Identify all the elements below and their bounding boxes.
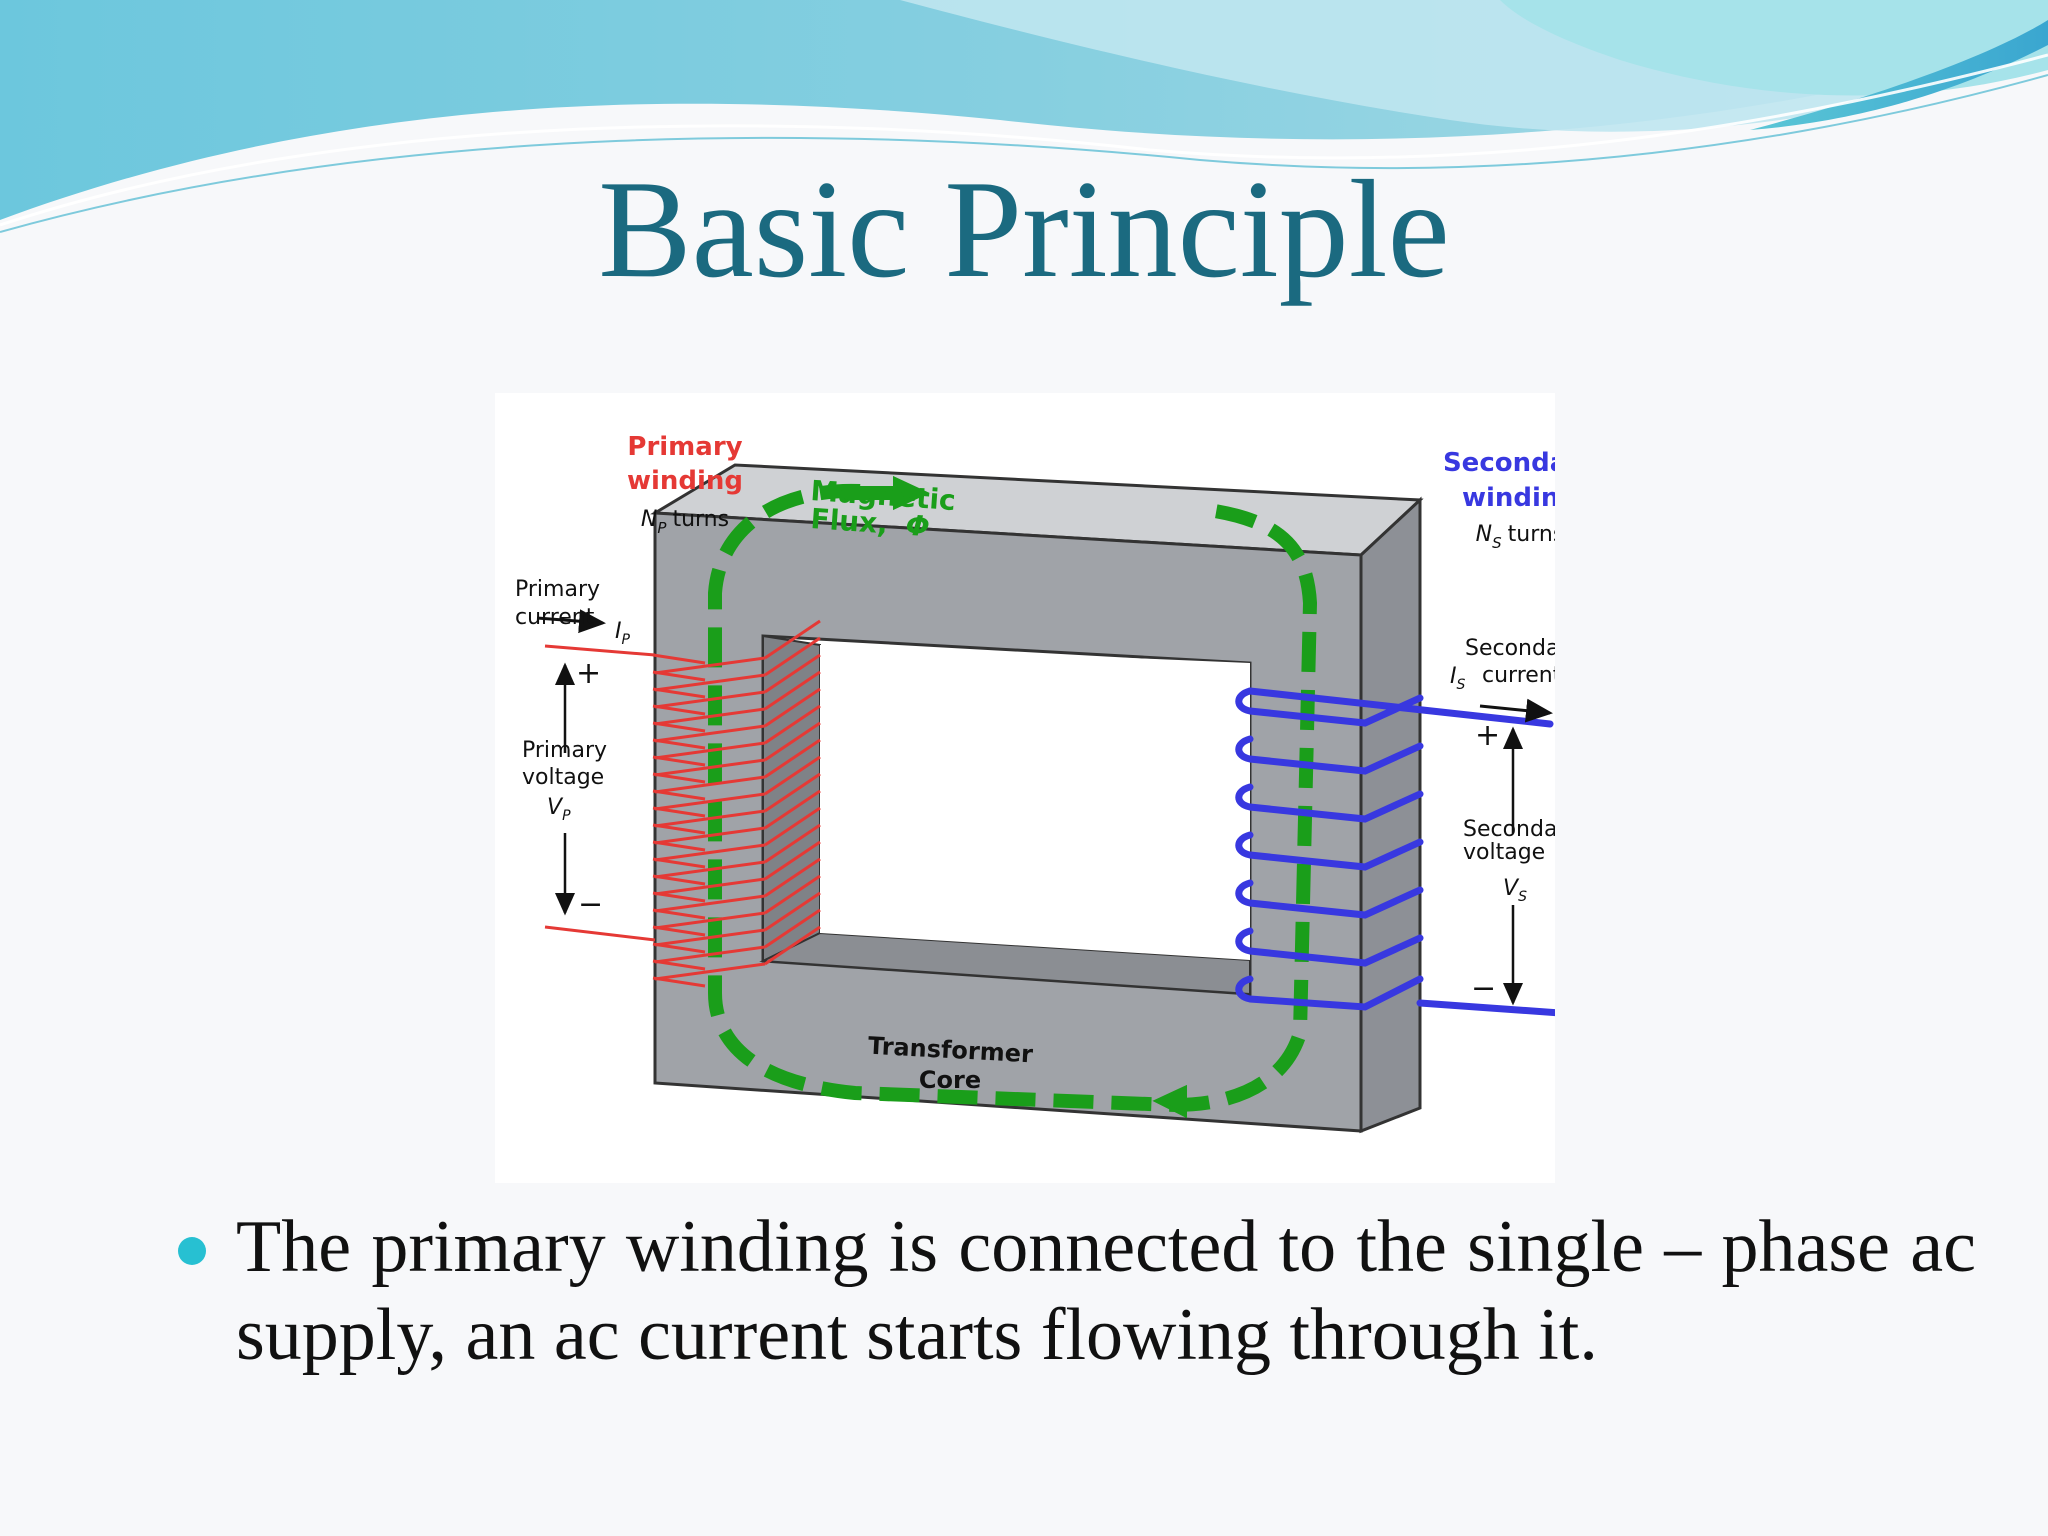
secondary-voltage-label-2: voltage: [1463, 840, 1545, 865]
secondary-current-label-1: Secondary: [1465, 636, 1555, 661]
primary-voltage-minus: −: [578, 887, 603, 922]
secondary-voltage-label-1: Secondary: [1463, 817, 1555, 842]
secondary-winding-heading-2: winding: [1462, 483, 1555, 513]
secondary-current-symbol: IS: [1450, 664, 1466, 693]
primary-voltage-label-2: voltage: [522, 765, 604, 790]
primary-voltage-symbol: VP: [547, 795, 571, 824]
primary-current-label-2: current: [515, 605, 595, 630]
secondary-turns-label: NSturns: [1476, 522, 1555, 552]
primary-current-arrow: [536, 609, 606, 634]
secondary-current-arrow: [1479, 698, 1553, 723]
primary-winding-heading-2: winding: [627, 466, 743, 496]
primary-winding: [544, 619, 821, 988]
secondary-winding: [1235, 687, 1564, 1017]
flux-label-2: Flux,Φ: [810, 502, 931, 543]
secondary-voltage-symbol: VS: [1503, 876, 1527, 905]
bullet-dot: [178, 1237, 206, 1265]
magnetic-flux-path: [708, 483, 1318, 1113]
core-window-back: [820, 645, 1250, 960]
secondary-current-label-2: current: [1482, 663, 1555, 688]
core-label-2: Core: [919, 1066, 981, 1094]
primary-voltage-plus: +: [576, 656, 601, 691]
secondary-voltage-plus: +: [1475, 718, 1500, 753]
bullet-text: The primary winding is connected to the …: [236, 1206, 1976, 1376]
primary-current-symbol: IP: [615, 619, 631, 648]
secondary-voltage-minus: −: [1471, 971, 1496, 1006]
secondary-winding-heading-1: Secondary: [1443, 448, 1555, 478]
flux-arrow-bottom: [1152, 1084, 1187, 1119]
primary-current-label-1: Primary: [515, 577, 600, 602]
slide-title: Basic Principle: [598, 152, 1450, 307]
header-wave-decoration: [0, 0, 2048, 233]
primary-winding-heading-1: Primary: [627, 432, 742, 462]
primary-voltage-label-1: Primary: [522, 738, 607, 763]
